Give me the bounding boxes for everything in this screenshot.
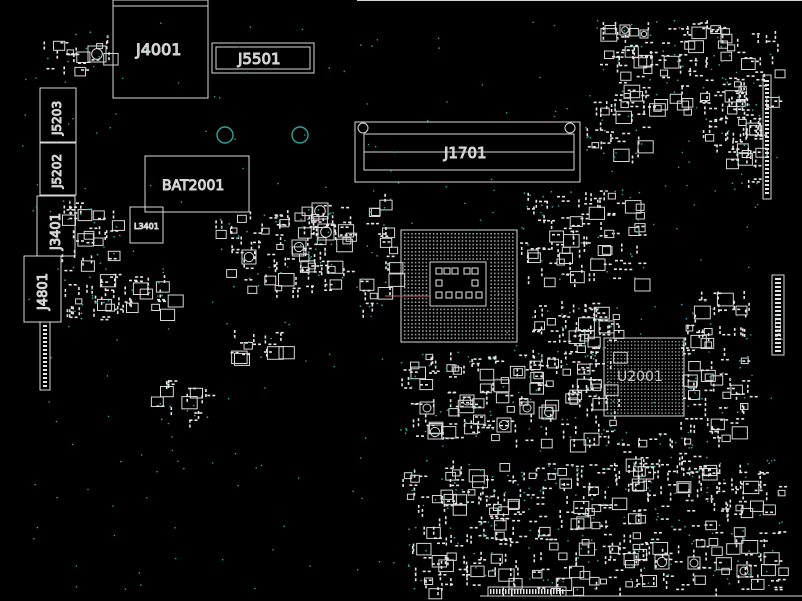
connector-right-upper xyxy=(762,74,772,200)
label-u2001: U2001 xyxy=(617,369,663,385)
label-j4801: J4801 xyxy=(36,273,51,311)
connector-j1701: J1701 xyxy=(354,121,581,183)
vias xyxy=(22,19,783,591)
chipset-u2001: U2001 xyxy=(603,337,685,417)
mounting-hole-left xyxy=(216,126,234,144)
label-j5202: J5202 xyxy=(50,154,64,189)
label-bat2001: BAT2001 xyxy=(162,178,224,194)
bottom-connector-strip xyxy=(487,586,567,597)
connector-j5501: J5501 xyxy=(211,42,315,74)
connector-j4801: J4801 xyxy=(23,255,62,323)
connector-j4001: J4001 xyxy=(112,0,209,99)
label-j5203: J5203 xyxy=(50,101,64,136)
label-j4001: J4001 xyxy=(135,40,181,59)
label-l3401: L3401 xyxy=(134,222,159,231)
connector-j3401: J3401 xyxy=(36,195,76,257)
battery-bat2001: BAT2001 xyxy=(144,155,250,213)
mounting-hole-right xyxy=(291,126,309,144)
connector-j5101: J5101 xyxy=(771,274,785,356)
connector-j5202: J5202 xyxy=(39,142,77,196)
label-j1701: J1701 xyxy=(443,144,487,162)
inductor-l3401: L3401 xyxy=(129,206,164,244)
label-j5101: J5101 xyxy=(774,317,783,341)
smd-pads xyxy=(43,20,788,597)
label-j3401: J3401 xyxy=(49,213,64,251)
left-header-strip xyxy=(39,321,51,391)
connector-j5203: J5203 xyxy=(39,87,77,143)
small-components xyxy=(53,24,789,600)
label-j5501: J5501 xyxy=(237,50,281,68)
